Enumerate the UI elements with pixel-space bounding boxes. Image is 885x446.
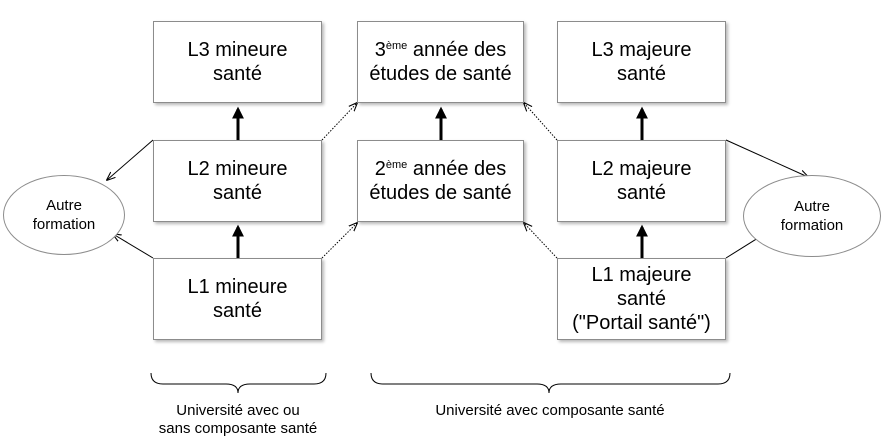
l1-majeure-box: L1 majeure santé ("Portail santé") [557,258,726,340]
l3-majeure-box: L3 majeure santé [557,21,726,103]
l1-majeure-line2: santé [617,288,666,310]
dotted-arrow-l2-majeure-to-3e [524,103,558,141]
autre-formation-right-line2: formation [780,217,844,234]
annee2-line1: 2ème année des [369,157,511,181]
l2-mineure-line1: L2 mineure [187,158,288,180]
arrow-l2-mineure-to-autre [107,139,154,180]
annee2-line2: études de santé [369,182,512,204]
l1-mineure-line1: L1 mineure [187,276,288,298]
autre-formation-right-line1: Autre [794,198,830,215]
l1-majeure-line3: ("Portail santé") [572,312,711,334]
l2-mineure-box: L2 mineure santé [153,140,322,222]
annee2-rest: année des [407,158,507,180]
brace-right [370,372,731,394]
autre-formation-left: Autre formation [3,175,125,255]
caption-left-line1: Université avec ou [176,402,300,419]
annee3-rest: année des [407,39,507,61]
dotted-arrow-l1-majeure-to-2e [524,223,558,259]
l1-majeure-line1: L1 majeure [591,264,692,286]
l2-majeure-line2: santé [617,182,666,204]
brace-left [150,372,327,394]
caption-left-line2: sans composante santé [158,420,318,437]
l1-mineure-box: L1 mineure santé [153,258,322,340]
annee3-box: 3ème année des études de santé [357,21,524,103]
l2-majeure-box: L2 majeure santé [557,140,726,222]
l3-majeure-line2: santé [617,63,666,85]
l3-majeure-line1: L3 majeure [591,39,692,61]
annee3-line1: 3ème année des [369,38,511,62]
caption-right: Université avec composante santé [380,402,720,420]
dotted-arrow-l2-mineure-to-3e [321,103,357,141]
arrow-l1-mineure-to-autre [113,234,154,259]
annee3-line2: études de santé [369,63,512,85]
autre-formation-left-line1: Autre [46,197,82,214]
caption-left: Université avec ou sans composante santé [110,402,366,438]
l3-mineure-box: L3 mineure santé [153,21,322,103]
l3-mineure-line1: L3 mineure [187,39,288,61]
autre-formation-left-line2: formation [32,216,96,233]
dotted-arrow-l1-mineure-to-2e [321,223,357,259]
annee3-num: 3 [374,39,386,61]
annee2-sup: ème [385,159,408,171]
l2-mineure-line2: santé [213,182,262,204]
arrow-l2-majeure-to-autre [725,139,808,177]
l3-mineure-line2: santé [213,63,262,85]
annee2-num: 2 [374,158,386,180]
annee2-box: 2ème année des études de santé [357,140,524,222]
autre-formation-right: Autre formation [743,175,881,257]
caption-right-line1: Université avec composante santé [435,402,665,419]
l1-mineure-line2: santé [213,300,262,322]
l2-majeure-line1: L2 majeure [591,158,692,180]
annee3-sup: ème [385,40,408,52]
